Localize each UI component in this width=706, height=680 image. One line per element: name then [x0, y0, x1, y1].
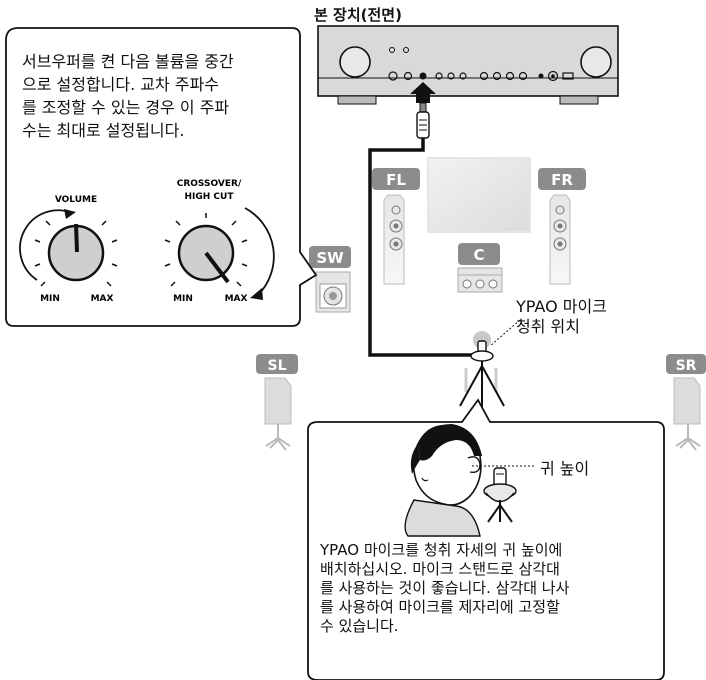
mic-cable: [368, 138, 478, 357]
instruction-line: YPAO 마이크를 청취 자세의 귀 높이에: [320, 541, 563, 559]
tv-screen: [427, 157, 531, 233]
volume-knob-icon: [580, 46, 612, 78]
callout-line: 수는 최대로 설정됩니다.: [22, 121, 185, 140]
crossover-max-label: MAX: [225, 294, 248, 304]
av-receiver: [317, 25, 619, 105]
mic-label-leader: [489, 319, 521, 347]
surround-right-speaker: [666, 354, 706, 451]
rotate-arrow-icon: [250, 288, 263, 300]
sw-badge-label: SW: [316, 249, 344, 267]
mic-position-label: YPAO 마이크 청취 위치: [516, 297, 607, 337]
sr-badge-label: SR: [676, 358, 697, 374]
callout-line: 를 조정할 수 있는 경우 이 주파: [22, 98, 230, 117]
volume-title: VOLUME: [55, 195, 97, 205]
fr-badge-label: FR: [551, 171, 573, 189]
ypao-mic-icon: [483, 467, 517, 523]
front-left-speaker: [372, 168, 420, 285]
crossover-min-label: MIN: [173, 294, 193, 304]
listener-face-icon: [404, 424, 482, 537]
crossover-knob: [164, 207, 275, 300]
insert-arrow-icon: [410, 82, 436, 103]
mic-position-label-line: 청취 위치: [516, 317, 580, 336]
instruction-line: 배치하십시오. 마이크 스탠드로 삼각대: [320, 560, 560, 578]
front-right-speaker: [538, 168, 586, 285]
mic-position-label-line: YPAO 마이크: [516, 297, 607, 316]
center-speaker: [457, 243, 503, 293]
power-button-icon: [388, 71, 398, 81]
volume-max-label: MAX: [91, 294, 114, 304]
page-title: 본 장치(전면): [314, 6, 402, 24]
ypao-mic-tripod-icon: [459, 340, 505, 408]
callout-line: 서브우퍼를 켠 다음 볼륨을 중간: [22, 52, 234, 71]
fl-badge-label: FL: [386, 171, 406, 189]
c-badge-label: C: [473, 246, 484, 264]
volume-min-label: MIN: [40, 294, 60, 304]
input-knob-icon: [339, 46, 371, 78]
crossover-title: CROSSOVER/: [177, 179, 242, 189]
subwoofer-speaker: [309, 246, 351, 313]
ypao-mic-jack-icon: [419, 72, 427, 80]
sl-badge-label: SL: [267, 358, 286, 374]
instruction-line: 수 있습니다.: [320, 617, 399, 635]
mic-placement-instruction: YPAO 마이크를 청취 자세의 귀 높이에 배치하십시오. 마이크 스탠드로 …: [320, 541, 665, 636]
ear-height-label: 귀 높이: [540, 459, 590, 478]
rotate-arrow-icon: [64, 209, 76, 219]
instruction-line: 를 사용하여 마이크를 제자리에 고정할: [320, 598, 560, 616]
callout-line: 으로 설정합니다. 교차 주파수: [22, 75, 219, 94]
instruction-line: 를 사용하는 것이 좋습니다. 삼각대 나사: [320, 579, 570, 597]
surround-left-speaker: [256, 354, 298, 451]
crossover-subtitle: HIGH CUT: [185, 192, 235, 202]
volume-knob: [19, 209, 118, 287]
mic-plug: [416, 102, 430, 139]
subwoofer-instruction: 서브우퍼를 켠 다음 볼륨을 중간 으로 설정합니다. 교차 주파수 를 조정할…: [22, 50, 284, 142]
